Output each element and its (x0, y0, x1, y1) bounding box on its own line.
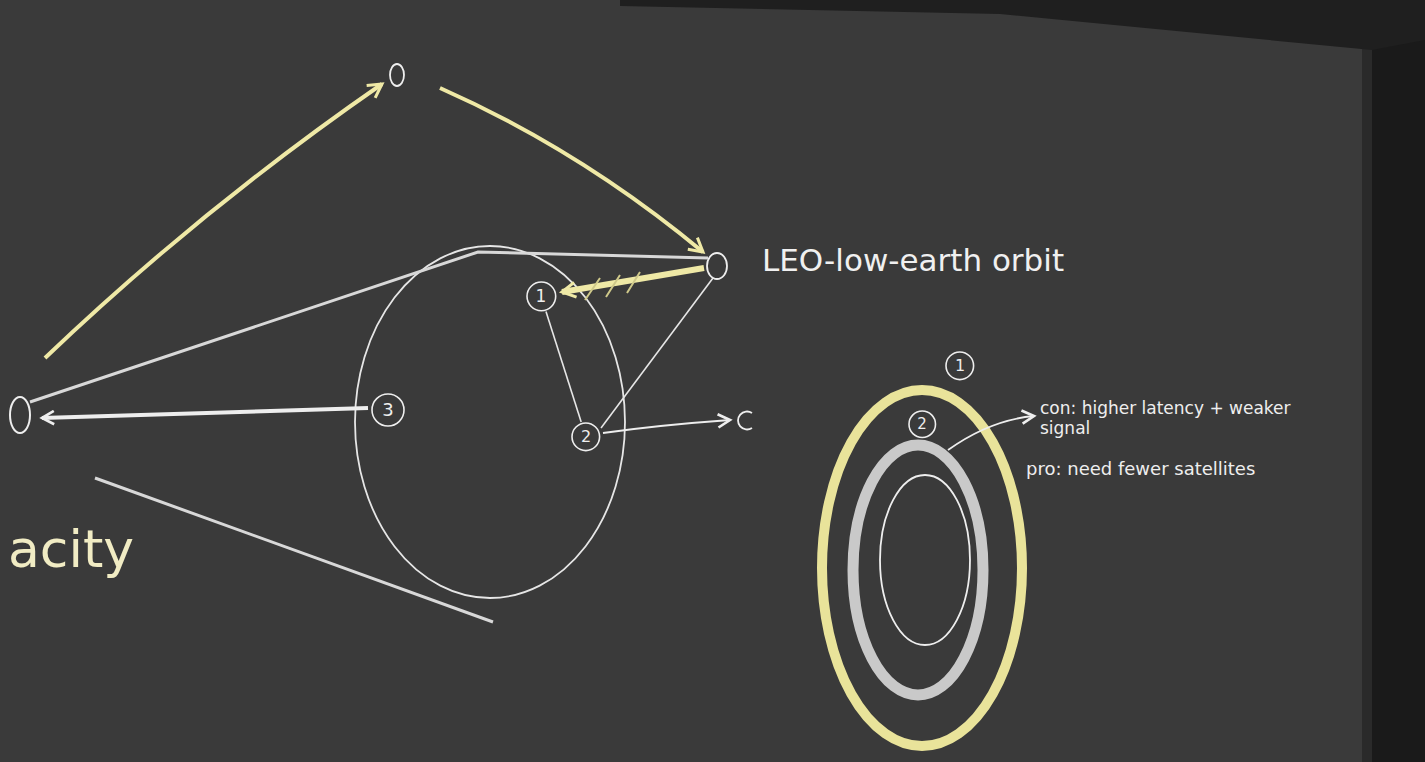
coverage-line-bottom (95, 478, 493, 622)
callout-circle: 2 (908, 410, 937, 439)
callout-ring (909, 411, 936, 438)
satellite-c (738, 412, 752, 430)
note-arrow (948, 416, 1034, 450)
callout-ring (572, 423, 600, 451)
outer-orbit (822, 390, 1022, 746)
callout-circle: 3 (371, 393, 405, 427)
earth-inner (880, 475, 970, 645)
coverage-line-top (30, 252, 708, 402)
callout-circle: 1 (945, 351, 975, 381)
callout-number: 2 (917, 416, 927, 433)
middle-orbit (853, 445, 983, 695)
board-top-edge (620, 0, 1425, 50)
chalk-note: LEO-low-earth orbit (762, 242, 1064, 279)
callout-ring (946, 352, 974, 380)
relay-arrow (440, 88, 703, 252)
handoff-arrow (603, 420, 730, 433)
callout-number: 1 (955, 357, 965, 375)
satellite-leo (707, 253, 727, 279)
satellite-top (390, 64, 404, 86)
callout-ring (372, 394, 404, 426)
board-frame (1372, 0, 1425, 762)
uplink-arrow (45, 84, 382, 358)
callout-number: 2 (581, 428, 591, 446)
callout-number: 1 (536, 287, 547, 306)
beam-hatching (585, 272, 640, 300)
callout-ring (527, 282, 556, 311)
satellite-left (10, 397, 30, 433)
leo-link-line (601, 278, 713, 428)
earth-outline (355, 246, 625, 598)
callout-circle: 1 (526, 281, 557, 312)
connector-line (546, 312, 581, 422)
board-frame-edge (1362, 0, 1372, 762)
callout-number: 3 (382, 400, 393, 420)
leo-beam-arrow (562, 268, 704, 292)
callout-circle: 2 (571, 422, 601, 452)
downlink-arrow (42, 408, 368, 418)
chalk-note: pro: need fewer satellites (1026, 458, 1346, 480)
chalk-note: acity (8, 518, 134, 580)
chalk-note: con: higher latency + weaker signal (1040, 398, 1340, 439)
